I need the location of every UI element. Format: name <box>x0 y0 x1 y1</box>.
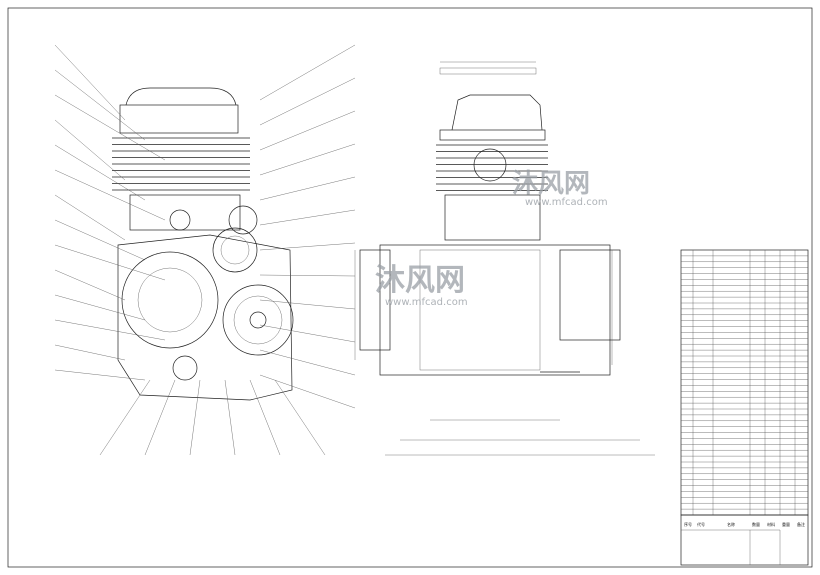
title-block <box>680 514 809 566</box>
watermark-url: www.mfcad.com <box>525 197 608 208</box>
leader-lines <box>54 44 356 456</box>
drawing-border <box>7 7 813 568</box>
top-dimension <box>439 67 537 75</box>
leader-line <box>54 294 146 321</box>
parts-list-frame <box>680 249 809 516</box>
gearbox-outline <box>419 249 541 371</box>
leader-line <box>54 344 126 361</box>
watermark-url: www.mfcad.com <box>385 297 468 308</box>
crankcase-outline <box>117 234 293 401</box>
head-cap-outline <box>125 87 237 106</box>
leader-line <box>259 242 356 251</box>
header-qty: 数量 <box>752 521 760 527</box>
leader-line <box>259 299 356 310</box>
magneto-cover-inner <box>233 295 283 345</box>
leader-line <box>259 374 356 409</box>
bottom-dimension-lines <box>385 419 655 456</box>
watermark-brand: 沐风网 <box>512 169 590 199</box>
side-dimension-lines <box>354 61 613 365</box>
leader-line <box>54 94 166 161</box>
crankcase-outline <box>379 244 611 376</box>
cam-sprocket <box>228 205 258 235</box>
leader-line <box>259 110 356 151</box>
oil-plug <box>172 355 198 381</box>
cylinder-head <box>439 129 546 141</box>
cylinder-base <box>129 194 241 231</box>
leader-line <box>54 69 146 141</box>
header-weight: 重量 <box>782 521 790 527</box>
front-view <box>54 44 356 456</box>
intake-port <box>473 148 507 182</box>
leader-line <box>54 44 126 121</box>
leader-line <box>259 274 356 277</box>
leader-line <box>224 379 236 456</box>
cylinder-base <box>444 194 541 241</box>
watermark-top: 沐风网 www.mfcad.com <box>512 169 608 208</box>
leader-line <box>54 194 126 241</box>
gear-inner <box>220 235 250 265</box>
header-material: 材料 <box>767 521 775 527</box>
leader-line <box>274 379 326 456</box>
parts-list-rows <box>681 255 808 510</box>
cylinder-fins <box>436 144 548 191</box>
side-view <box>354 61 655 456</box>
watermark-center: 沐风网 www.mfcad.com <box>375 263 468 308</box>
magneto-cover <box>222 284 294 356</box>
header-name: 名称 <box>727 521 735 527</box>
leader-line <box>249 379 281 456</box>
cylinder-head-cover <box>119 104 239 134</box>
leader-line <box>259 44 356 101</box>
leader-line <box>259 349 356 376</box>
leader-line <box>54 319 166 341</box>
leader-line <box>99 379 151 456</box>
leader-line <box>54 369 146 381</box>
leader-line <box>259 209 356 226</box>
right-cover <box>559 249 621 341</box>
clutch-cover-inner <box>137 267 203 333</box>
leader-line <box>259 324 356 343</box>
cylinder-fins <box>112 137 250 191</box>
leader-line <box>54 219 146 261</box>
watermark-brand: 沐风网 <box>375 263 465 298</box>
gear <box>212 227 258 273</box>
leader-line <box>259 176 356 201</box>
leader-line <box>259 143 356 176</box>
leader-line <box>54 119 126 181</box>
parts-list-table: 序号 代号 名称 数量 材料 重量 备注 <box>680 249 809 566</box>
leader-line <box>54 269 126 301</box>
leader-line <box>54 244 166 281</box>
bolt-boss <box>169 209 191 231</box>
head-cap-outline <box>451 94 543 131</box>
crankshaft-hub <box>249 311 267 329</box>
leader-line <box>54 169 166 221</box>
header-no: 序号 <box>684 521 692 527</box>
left-cover <box>359 249 391 351</box>
leader-line <box>189 379 201 456</box>
header-code: 代号 <box>697 521 705 527</box>
leader-line <box>259 77 356 126</box>
leader-line <box>144 379 176 456</box>
header-remark: 备注 <box>797 521 805 527</box>
clutch-cover <box>121 251 219 349</box>
leader-line <box>54 144 146 201</box>
